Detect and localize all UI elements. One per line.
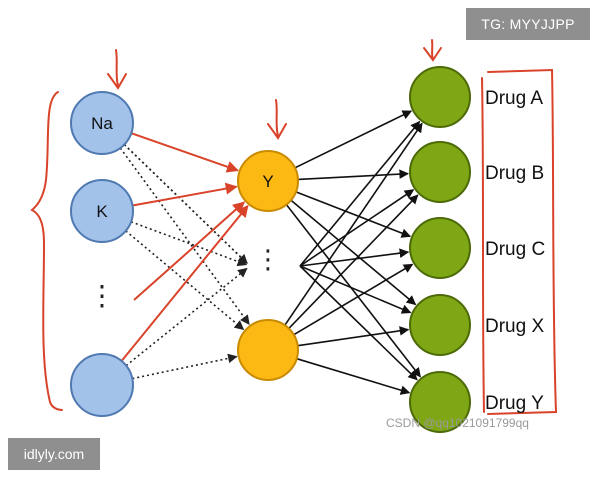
hidden-node xyxy=(237,319,299,381)
black-edge xyxy=(299,265,418,381)
highlighted-connections xyxy=(120,132,249,362)
output-label: Drug Y xyxy=(485,393,544,414)
input-node-circle xyxy=(70,353,134,417)
black-edge xyxy=(299,248,410,267)
output-label: Drug C xyxy=(485,239,545,260)
input-node-circle xyxy=(70,179,134,243)
input-down-arrow-mark xyxy=(107,49,127,90)
dotted-edge xyxy=(132,353,238,380)
red-edge xyxy=(133,201,245,301)
hidden-down-arrow-mark xyxy=(267,99,287,140)
black-edge xyxy=(297,169,410,181)
output-node xyxy=(409,294,471,356)
output-node xyxy=(409,371,471,433)
black-edge xyxy=(297,326,410,347)
input-node xyxy=(70,353,134,417)
telegram-watermark-badge: TG: MYYJJPP xyxy=(466,8,590,40)
black-edge xyxy=(285,204,421,378)
input-node: Na xyxy=(70,91,134,155)
black-edge xyxy=(299,189,415,267)
dotted-edge xyxy=(125,267,248,367)
output-node xyxy=(409,217,471,279)
dotted-edge xyxy=(125,230,245,331)
csdn-watermark: CSDN @qq1021091799qq xyxy=(386,416,529,430)
hidden-node-circle xyxy=(237,319,299,381)
black-edge xyxy=(299,120,421,267)
black-edge xyxy=(284,122,423,326)
black-edge xyxy=(299,265,412,314)
output-label: Drug A xyxy=(485,88,543,109)
output-layer xyxy=(409,66,471,433)
hidden-node-label: Y xyxy=(262,172,273,191)
site-watermark-badge: idlyly.com xyxy=(8,438,100,470)
hidden-node: Y xyxy=(237,150,299,212)
output-label: Drug B xyxy=(485,163,544,184)
red-edge xyxy=(132,182,238,207)
red-edge xyxy=(130,132,239,173)
hidden-layer: Y xyxy=(237,150,299,381)
input-ellipsis: ⋮ xyxy=(88,280,116,311)
hidden-to-output-connections xyxy=(284,110,423,395)
input-node-label: Na xyxy=(91,114,113,133)
hidden-ellipsis: ⋮ xyxy=(255,244,281,274)
input-layer: NaK xyxy=(70,91,134,417)
black-edge xyxy=(296,357,411,395)
hidden-node-circle xyxy=(237,150,299,212)
output-bracket-mark xyxy=(481,68,558,415)
output-labels: Drug A Drug B Drug C Drug X Drug Y xyxy=(485,88,545,414)
output-down-arrow-mark xyxy=(423,39,442,62)
output-node xyxy=(409,66,471,128)
red-edge xyxy=(120,204,249,362)
black-edge xyxy=(290,199,417,306)
input-node-label: K xyxy=(96,202,108,221)
dotted-edge xyxy=(119,147,250,325)
dotted-edge xyxy=(123,143,248,264)
dotted-connections xyxy=(119,143,250,380)
input-node-circle xyxy=(70,91,134,155)
output-label: Drug X xyxy=(485,316,544,337)
black-edge xyxy=(295,191,412,238)
annotation-marks xyxy=(30,39,558,415)
dotted-edge xyxy=(130,221,248,267)
input-node: K xyxy=(70,179,134,243)
black-edge xyxy=(293,263,414,336)
left-brace-mark xyxy=(30,91,63,411)
black-edge xyxy=(288,194,419,329)
output-node xyxy=(409,141,471,203)
black-edge xyxy=(294,110,413,169)
